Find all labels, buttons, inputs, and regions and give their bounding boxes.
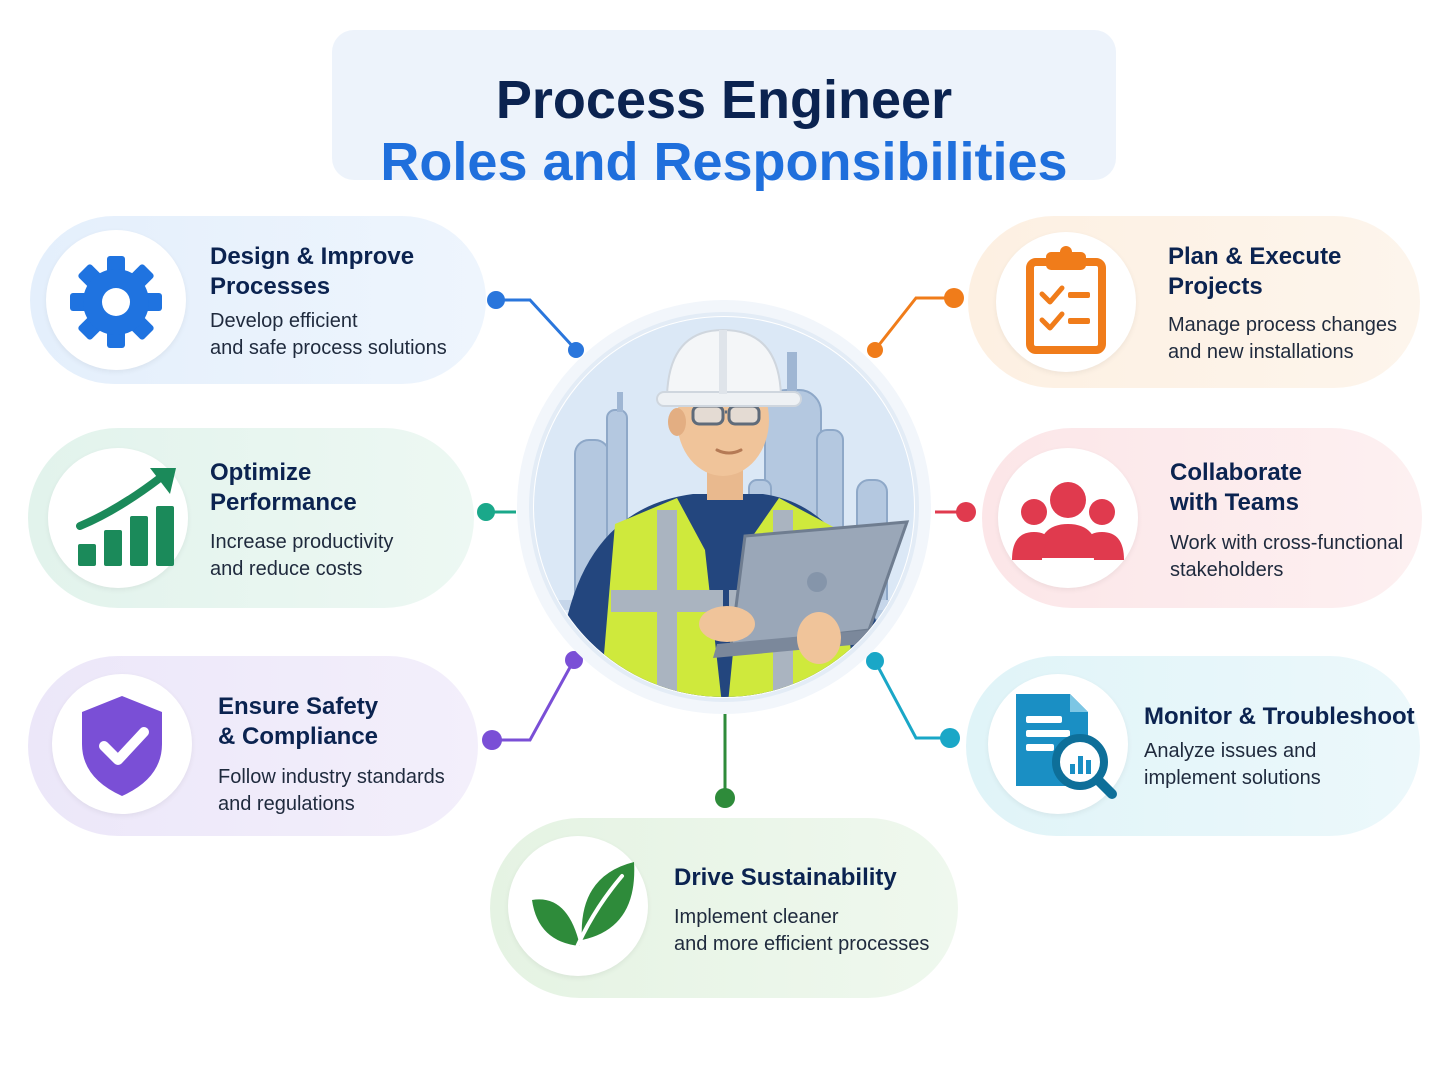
- icon-circle: [998, 448, 1138, 588]
- card-title: Drive Sustainability: [674, 864, 897, 891]
- icon-circle: [46, 230, 186, 370]
- card-title: Optimize Performance: [210, 459, 357, 516]
- icon-circle: [48, 448, 188, 588]
- connector-plan: [873, 296, 954, 351]
- clipboard-checklist-icon: [1026, 246, 1106, 354]
- shield-check-icon: [82, 696, 162, 796]
- card-drive-sustainability: Drive Sustainability Implement cleaner a…: [490, 818, 958, 998]
- connector-dot: [482, 730, 502, 750]
- connector-design: [496, 298, 578, 352]
- connector-dot: [565, 651, 583, 669]
- card-monitor-troubleshoot: Monitor & Troubleshoot Analyze issues an…: [966, 656, 1420, 836]
- card-description: Increase productivity and reduce costs: [210, 531, 394, 580]
- title-line-1: Process Engineer: [495, 70, 953, 130]
- connector-dot: [715, 788, 735, 808]
- leaf-icon: [532, 862, 635, 966]
- card-title: Monitor & Troubleshoot: [1144, 703, 1415, 730]
- card-description: Manage process changes and new installat…: [1168, 314, 1398, 363]
- card-plan-execute: Plan & Execute Projects Manage process c…: [968, 216, 1420, 388]
- card-collaborate: Collaborate with Teams Work with cross-f…: [982, 428, 1422, 608]
- process-engineer-illustration: [529, 312, 919, 702]
- card-description: Develop efficient and safe process solut…: [210, 310, 447, 359]
- connector-dot: [956, 502, 976, 522]
- icon-circle: [988, 674, 1128, 814]
- connector-monitor: [873, 660, 950, 740]
- connector-dot: [944, 288, 964, 308]
- connector-dot: [477, 503, 495, 521]
- icon-circle: [508, 836, 648, 976]
- card-optimize-performance: Optimize Performance Increase productivi…: [28, 428, 474, 608]
- card-title: Design & Improve Processes: [210, 243, 415, 300]
- card-ensure-safety: Ensure Safety & Compliance Follow indust…: [28, 656, 478, 836]
- card-title: Ensure Safety & Compliance: [218, 693, 379, 750]
- card-title: Plan & Execute Projects: [1168, 243, 1342, 300]
- card-description: Analyze issues and implement solutions: [1144, 740, 1321, 789]
- connector-dot: [487, 291, 505, 309]
- connector-dot: [866, 652, 884, 670]
- card-description: Implement cleaner and more efficient pro…: [674, 906, 930, 955]
- connector-dot: [867, 342, 883, 358]
- document-search-icon: [1016, 694, 1117, 799]
- team-icon: [1012, 482, 1124, 560]
- card-design-improve: Design & Improve Processes Develop effic…: [30, 216, 486, 384]
- icon-circle: [52, 674, 192, 814]
- connector-dot: [940, 728, 960, 748]
- title-banner: Process Engineer Roles and Responsibilit…: [332, 30, 1116, 192]
- card-description: Work with cross-functional stakeholders: [1170, 532, 1404, 581]
- growth-chart-icon: [76, 468, 176, 566]
- card-description: Follow industry standards and regulation…: [218, 766, 445, 815]
- center-circle: [517, 300, 931, 714]
- gear-icon: [70, 256, 162, 348]
- connector-dot: [568, 342, 584, 358]
- icon-circle: [996, 232, 1136, 372]
- connector-safety: [492, 659, 576, 742]
- card-title: Collaborate with Teams: [1170, 459, 1303, 516]
- title-line-2: Roles and Responsibilities: [380, 132, 1068, 192]
